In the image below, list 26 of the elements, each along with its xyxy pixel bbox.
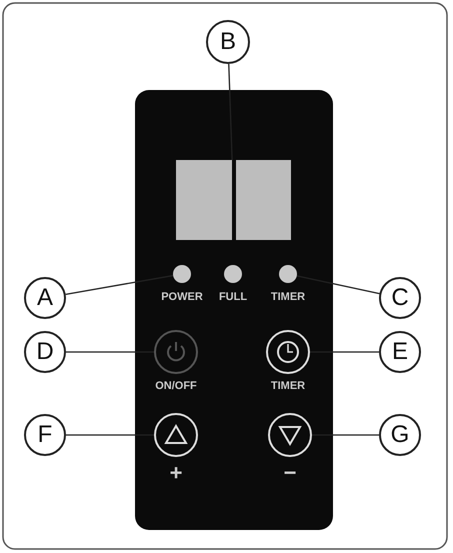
leader-line [228, 64, 233, 160]
minus-sign: − [284, 460, 296, 486]
button-label: TIMER [270, 380, 306, 392]
display-screen [176, 160, 291, 240]
timer-button [266, 330, 310, 374]
button-label: ON/OFF [155, 380, 197, 392]
down-button [268, 413, 312, 457]
up-button [154, 413, 198, 457]
callout-letter: B [206, 20, 250, 64]
callout-letter: A [24, 277, 66, 319]
callout-letter: G [379, 414, 421, 456]
callout-letter: D [24, 331, 66, 373]
leader-line [66, 351, 154, 353]
indicator-label: TIMER [270, 291, 306, 303]
power-button [154, 330, 198, 374]
callout-letter: E [379, 331, 421, 373]
plus-sign: + [170, 460, 182, 486]
indicator-label: POWER [161, 291, 203, 303]
leader-line [66, 274, 174, 296]
leader-line [310, 351, 379, 353]
callout-letter: C [379, 277, 421, 319]
indicator-label: FULL [218, 291, 248, 303]
leader-line [312, 434, 379, 436]
callout-letter: F [24, 414, 66, 456]
leader-line [296, 275, 380, 294]
leader-line [66, 434, 154, 436]
